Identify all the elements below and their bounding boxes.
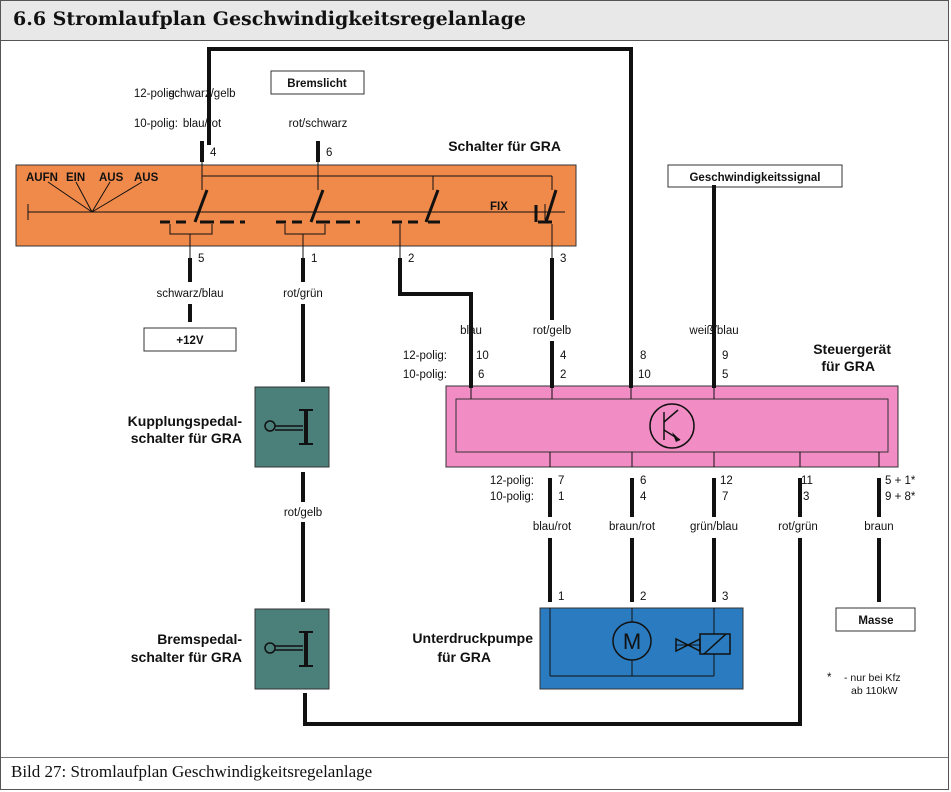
wire-color-blau-rot-top: blau/rot bbox=[183, 118, 222, 130]
control-unit-inner bbox=[455, 398, 889, 453]
brake-switch-icon bbox=[264, 631, 313, 667]
pin-12-label-top: 12-polig: bbox=[134, 88, 178, 100]
switch-pos-aufn: AUFN bbox=[26, 172, 58, 184]
wire-color-braun-rot: braun/rot bbox=[609, 521, 656, 533]
out-10-pin-a: 1 bbox=[558, 491, 564, 503]
in-12-pin-b: 4 bbox=[560, 350, 567, 362]
out-12-pin-b: 6 bbox=[640, 475, 646, 487]
in-10-pin-a: 6 bbox=[478, 369, 484, 381]
out-12-pin-d: 11 bbox=[801, 475, 813, 487]
wire-color-blau: blau bbox=[460, 325, 482, 337]
ground-box bbox=[835, 607, 916, 632]
out-10-pin-d: 3 bbox=[803, 491, 809, 503]
motor-label: M bbox=[623, 629, 641, 654]
switch-pos-fix: FIX bbox=[490, 201, 508, 213]
wires bbox=[188, 47, 881, 726]
caption-divider bbox=[1, 757, 948, 758]
footnote-line-2: ab 110kW bbox=[851, 685, 898, 697]
pin-label-4-top: 4 bbox=[210, 147, 217, 159]
wire-color-schwarz-blau: schwarz/blau bbox=[156, 288, 223, 300]
wire-color-rot-gelb-mid: rot/gelb bbox=[533, 325, 571, 337]
clutch-switch-box bbox=[254, 386, 330, 468]
pump-pin-1: 1 bbox=[558, 591, 564, 603]
valve-icon bbox=[675, 633, 731, 655]
wire-color-blau-rot-out: blau/rot bbox=[533, 521, 572, 533]
plus12v-box bbox=[143, 327, 237, 352]
pin-10-label-in: 10-polig: bbox=[403, 369, 447, 381]
pump-pin-3: 3 bbox=[722, 591, 728, 603]
in-12-pin-c: 8 bbox=[640, 350, 646, 362]
vacuum-pump-title-2: für GRA bbox=[437, 649, 491, 665]
pin-10-label-out: 10-polig: bbox=[490, 491, 534, 503]
footnote-line-1: - nur bei Kfz bbox=[844, 672, 901, 684]
pin-10-label-top: 10-polig: bbox=[134, 118, 178, 130]
switch-pos-ein: EIN bbox=[66, 172, 85, 184]
pin-label-3-switch: 3 bbox=[560, 253, 566, 265]
ground-label: Masse bbox=[858, 615, 893, 627]
pump-pin-2: 2 bbox=[640, 591, 646, 603]
motor-icon bbox=[612, 621, 652, 661]
in-10-pin-b: 2 bbox=[560, 369, 566, 381]
brake-switch-title-1: Bremspedal- bbox=[157, 631, 242, 647]
out-12-pin-e: 5 + 1* bbox=[885, 475, 916, 487]
plus12v-label: +12V bbox=[176, 335, 204, 347]
pin-label-6-top: 6 bbox=[326, 147, 332, 159]
clutch-switch-title-1: Kupplungspedal- bbox=[128, 413, 243, 429]
wire-color-braun: braun bbox=[864, 521, 893, 533]
figure-caption: Bild 27: Stromlaufplan Geschwindigkeitsr… bbox=[11, 762, 373, 781]
wire-color-rot-schwarz: rot/schwarz bbox=[289, 118, 348, 130]
speed-signal-box bbox=[667, 164, 843, 188]
switch-pos-aus-2: AUS bbox=[134, 172, 159, 184]
pin-label-1-switch: 1 bbox=[311, 253, 317, 265]
clutch-switch-title-2: schalter für GRA bbox=[131, 430, 242, 446]
speed-signal-label: Geschwindigkeitssignal bbox=[689, 172, 820, 184]
brake-switch-title-2: schalter für GRA bbox=[131, 649, 242, 665]
wire-color-gruen-blau: grün/blau bbox=[690, 521, 738, 533]
gra-switch-title: Schalter für GRA bbox=[448, 138, 561, 154]
brake-light-box bbox=[270, 70, 365, 95]
transistor-arrow-icon bbox=[672, 432, 680, 442]
control-unit-box bbox=[445, 385, 899, 468]
page-title: 6.6 Stromlaufplan Geschwindigkeitsregela… bbox=[13, 8, 526, 30]
wire-color-rot-gelb-left: rot/gelb bbox=[284, 507, 322, 519]
in-12-pin-d: 9 bbox=[722, 350, 728, 362]
control-unit-title-2: für GRA bbox=[821, 358, 875, 374]
out-10-pin-e: 9 + 8* bbox=[885, 491, 916, 503]
out-10-pin-c: 7 bbox=[722, 491, 728, 503]
brake-switch-box bbox=[254, 608, 330, 690]
pin-12-label-in: 12-polig: bbox=[403, 350, 447, 362]
out-12-pin-a: 7 bbox=[558, 475, 564, 487]
pin-12-label-out: 12-polig: bbox=[490, 475, 534, 487]
pin-label-2-switch: 2 bbox=[408, 253, 414, 265]
in-12-pin-a: 10 bbox=[476, 350, 489, 362]
out-10-pin-b: 4 bbox=[640, 491, 647, 503]
brake-light-label: Bremslicht bbox=[287, 78, 347, 90]
control-unit-title-1: Steuergerät bbox=[813, 341, 891, 357]
out-12-pin-c: 12 bbox=[720, 475, 733, 487]
header-bar: 6.6 Stromlaufplan Geschwindigkeitsregela… bbox=[1, 1, 948, 41]
pin-label-5-switch: 5 bbox=[198, 253, 204, 265]
vacuum-pump-box bbox=[539, 607, 744, 690]
in-10-pin-d: 5 bbox=[722, 369, 728, 381]
wire-color-weiss-blau: weiß/blau bbox=[688, 325, 738, 337]
switch-blades bbox=[160, 189, 558, 224]
footnote-star: * bbox=[827, 672, 832, 684]
gra-switch-box bbox=[15, 164, 577, 247]
vacuum-pump-title-1: Unterdruckpumpe bbox=[412, 630, 533, 646]
wire-color-rot-gruen-left: rot/grün bbox=[283, 288, 323, 300]
thin-lines bbox=[27, 160, 880, 677]
switch-pos-aus-1: AUS bbox=[99, 172, 124, 184]
wire-color-schwarz-gelb: schwarz/gelb bbox=[168, 88, 235, 100]
wire-color-rot-gruen-out: rot/grün bbox=[778, 521, 818, 533]
in-10-pin-c: 10 bbox=[638, 369, 651, 381]
clutch-switch-icon bbox=[264, 409, 313, 445]
